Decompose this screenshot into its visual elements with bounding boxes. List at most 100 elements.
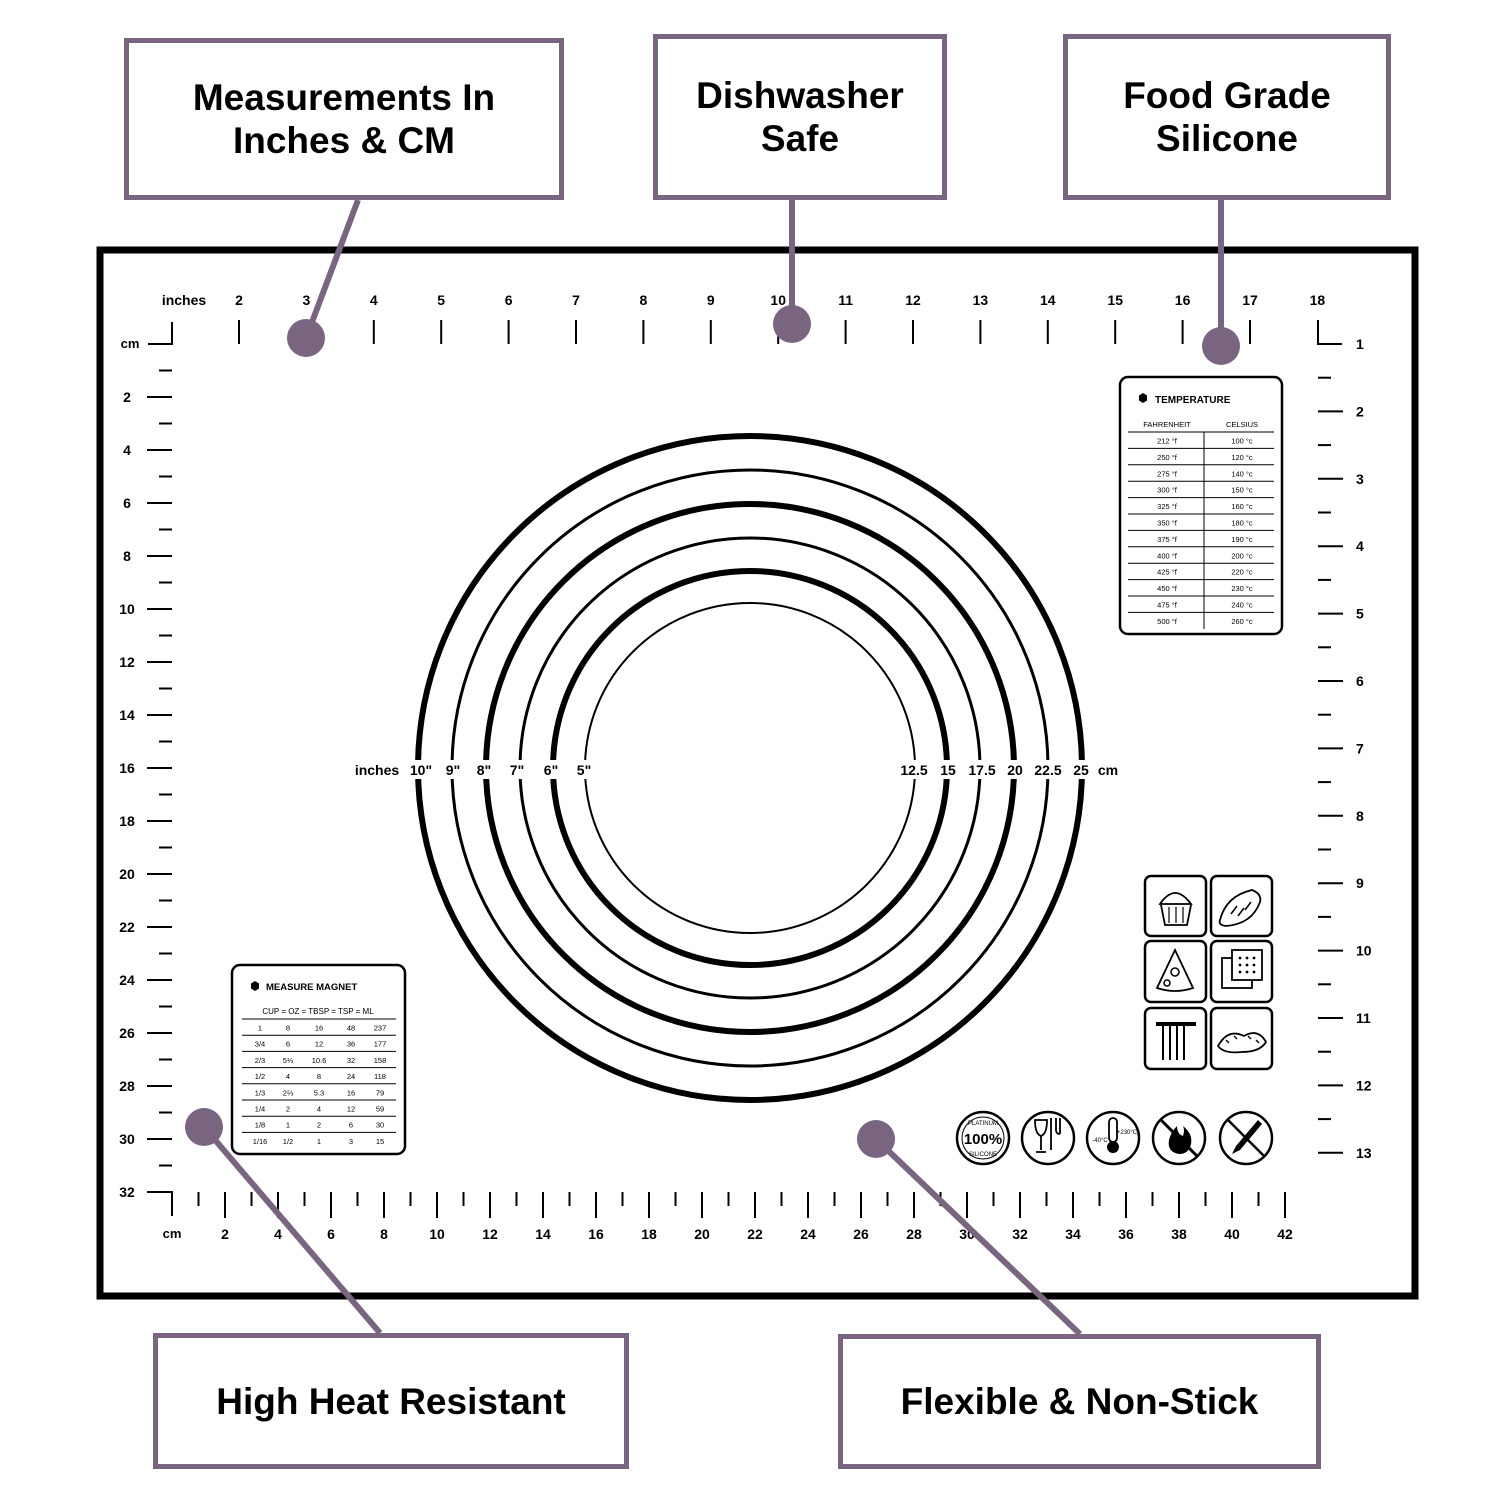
left-ruler-label: 6 <box>123 495 131 511</box>
measure-magnet-table: MEASURE MAGNET CUP = OZ = TBSP = TSP = M… <box>230 963 407 1156</box>
measure-cell: 1/16 <box>253 1137 268 1146</box>
measure-cell: 158 <box>374 1056 387 1065</box>
measure-cell: 1 <box>317 1137 321 1146</box>
bottom-ruler-label: 42 <box>1277 1226 1293 1242</box>
measure-cell: 16 <box>315 1024 323 1033</box>
bottom-ruler-label: 4 <box>274 1226 282 1242</box>
circle-label-bg <box>933 760 963 779</box>
right-ruler-label: 10 <box>1356 943 1372 959</box>
temperature-celsius: 160 °c <box>1231 502 1253 511</box>
measure-cell: 1/3 <box>255 1088 265 1097</box>
circle-cm-label: 17.5 <box>968 762 995 778</box>
temperature-fahrenheit: 300 °f <box>1157 486 1178 495</box>
measure-cell: 3 <box>349 1137 353 1146</box>
svg-text:SILICONE: SILICONE <box>969 1152 997 1158</box>
corner-mark-top-left <box>148 322 173 345</box>
top-ruler-label: 14 <box>1040 292 1056 308</box>
pizza-icon <box>1143 939 1208 1004</box>
measure-cell: 1/4 <box>255 1105 265 1114</box>
circle-inch-label: 10" <box>410 762 432 778</box>
measure-header: CUP = OZ = TBSP = TSP = ML <box>262 1007 374 1016</box>
svg-text:100%: 100% <box>964 1131 1002 1148</box>
right-ruler-label: 4 <box>1356 538 1364 554</box>
bottom-ruler-label: 2 <box>221 1226 229 1242</box>
left-ruler-label: 4 <box>123 442 131 458</box>
temperature-celsius: 230 °c <box>1231 584 1253 593</box>
measure-cell: 48 <box>347 1024 355 1033</box>
circle-inches-unit: inches <box>355 762 400 778</box>
circle-cm-label: 15 <box>940 762 956 778</box>
top-ruler-label: 17 <box>1242 292 1258 308</box>
top-ruler-label: 13 <box>973 292 989 308</box>
right-ruler-label: 13 <box>1356 1145 1372 1161</box>
temperature-celsius: 220 °c <box>1231 568 1253 577</box>
temperature-celsius: 150 °c <box>1231 486 1253 495</box>
temperature-celsius: 140 °c <box>1231 469 1253 478</box>
right-ruler-label: 3 <box>1356 471 1364 487</box>
circle-label-bg <box>571 760 597 779</box>
svg-text:-40°C: -40°C <box>1092 1138 1108 1144</box>
left-ruler-label: 16 <box>119 760 135 776</box>
top-ruler-label: 9 <box>707 292 715 308</box>
left-ruler-label: 32 <box>119 1184 135 1200</box>
marker-dot-dishwasher <box>773 305 811 343</box>
right-ruler-label: 6 <box>1356 673 1364 689</box>
circle-label-bg <box>538 760 564 779</box>
measure-cell: 118 <box>374 1072 386 1081</box>
left-ruler-label: 22 <box>119 919 135 935</box>
marker-dot-measurements <box>287 319 325 357</box>
left-ruler-label: 14 <box>119 707 135 723</box>
bread-icon <box>1209 874 1274 938</box>
bottom-ruler-label: 14 <box>535 1226 551 1242</box>
left-ruler-unit: cm <box>121 336 140 351</box>
measure-cell: 10.6 <box>312 1056 327 1065</box>
bottom-ruler-label: 6 <box>327 1226 335 1242</box>
right-ruler-label: 7 <box>1356 740 1364 756</box>
leader-flexible <box>873 1136 1083 1337</box>
temperature-celsius: 120 °c <box>1231 453 1253 462</box>
measure-cell: 8 <box>317 1072 321 1081</box>
noodles-icon <box>1143 1006 1208 1071</box>
right-ruler-label: 12 <box>1356 1077 1372 1093</box>
circle-cm-unit: cm <box>1098 762 1118 778</box>
circle-cm-label: 25 <box>1073 762 1089 778</box>
measure-cell: 177 <box>374 1040 387 1049</box>
left-ruler-label: 24 <box>119 972 135 988</box>
no-flame-badge <box>1151 1110 1207 1166</box>
leader-measurements <box>303 198 361 340</box>
circle-inch-label: 6" <box>544 762 558 778</box>
temperature-fahrenheit: 275 °f <box>1157 469 1178 478</box>
temperature-fahrenheit: 250 °f <box>1157 453 1178 462</box>
right-ruler-label: 1 <box>1356 336 1364 352</box>
circle-label-bg <box>967 760 997 779</box>
callout-dishwasher-safe: Dishwasher Safe <box>653 34 947 200</box>
circle-inch-label: 7" <box>510 762 524 778</box>
feature-badges: PLATINUM 100% SILICONE -40°C +230°C <box>955 1110 1274 1166</box>
circle-label-bg <box>408 760 434 779</box>
bottom-ruler-label: 22 <box>747 1226 763 1242</box>
top-ruler-unit: inches <box>162 292 207 308</box>
corner-mark-top-right <box>1317 320 1342 345</box>
measure-cell: 2⅔ <box>283 1088 294 1097</box>
left-ruler-label: 26 <box>119 1025 135 1041</box>
circle-label-bg <box>471 760 497 779</box>
left-ruler-label: 20 <box>119 866 135 882</box>
measure-title: MEASURE MAGNET <box>266 982 358 993</box>
left-ruler-label: 2 <box>123 389 131 405</box>
bottom-ruler-unit: cm <box>163 1226 182 1241</box>
bottom-ruler-label: 18 <box>641 1226 657 1242</box>
measure-cell: 1/2 <box>283 1137 293 1146</box>
top-ruler-label: 7 <box>572 292 580 308</box>
measure-cell: 12 <box>315 1040 323 1049</box>
temperature-fahrenheit: 425 °f <box>1157 568 1178 577</box>
circle-cm-label: 22.5 <box>1034 762 1061 778</box>
right-ruler-label: 11 <box>1356 1010 1371 1026</box>
temperature-title: TEMPERATURE <box>1155 395 1231 406</box>
circle-label-bg <box>504 760 530 779</box>
bottom-ruler-label: 8 <box>380 1226 388 1242</box>
measure-cell: 24 <box>347 1072 355 1081</box>
right-ruler-label: 2 <box>1356 403 1364 419</box>
measure-cell: 1/8 <box>255 1121 265 1130</box>
